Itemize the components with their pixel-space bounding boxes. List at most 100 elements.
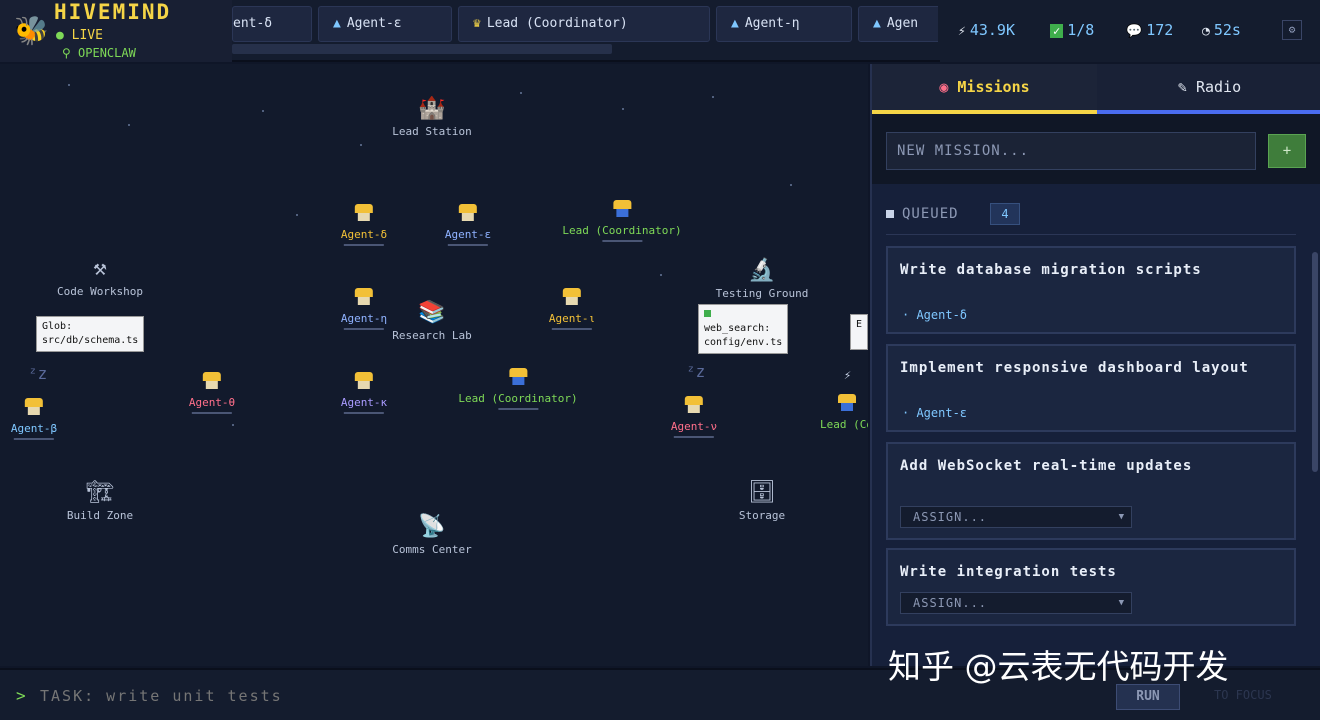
agent-epsilon[interactable]: Agent-ε [445, 204, 491, 246]
mission-assignee: · Agent-δ [902, 308, 968, 322]
agent-sprite-icon [23, 398, 45, 416]
tab-radio[interactable]: ✎ Radio [1097, 64, 1320, 114]
agent-status-bar [343, 412, 384, 414]
active-dot-icon [704, 310, 711, 317]
tab-label: Agent-η [744, 16, 800, 31]
queued-count-badge: 4 [990, 203, 1020, 225]
agent-eta[interactable]: Agent-η [341, 288, 387, 330]
message-stat: 💬172 [1126, 21, 1173, 39]
agent-tabs: ent-δ ▲Agent-ε ♛Lead (Coordinator) ▲Agen… [232, 6, 938, 42]
mission-list[interactable]: QUEUED 4 Write database migration script… [872, 184, 1320, 666]
prompt-icon: > [16, 686, 26, 705]
assign-select[interactable]: ASSIGN...▼ [900, 506, 1132, 528]
agent-sprite-icon [457, 204, 479, 222]
station-research-lab[interactable]: 📚Research Lab [392, 300, 471, 342]
token-count: 43.9K [969, 21, 1015, 39]
books-icon: 📚 [418, 300, 446, 325]
tab-agent-epsilon[interactable]: ▲Agent-ε [318, 6, 452, 42]
station-build-zone[interactable]: 🏗Build Zone [67, 480, 133, 522]
task-bar: > RUN TO FOCUS [0, 668, 1320, 720]
tool-tooltip-edge: E [850, 314, 868, 350]
assign-label: ASSIGN... [913, 596, 988, 610]
tooltip-line: E [856, 319, 863, 330]
mission-assignee: · Agent-ε [902, 406, 968, 420]
agent-status-bar [673, 436, 714, 438]
station-code-workshop[interactable]: ⚒Code Workshop [57, 256, 143, 298]
agent-status-bar [551, 328, 592, 330]
uptime-value: 52s [1213, 21, 1241, 39]
agent-delta[interactable]: Agent-δ [341, 204, 387, 246]
assign-select[interactable]: ASSIGN...▼ [900, 592, 1132, 614]
station-label: Code Workshop [56, 285, 144, 298]
tab-agent-delta[interactable]: ent-δ [232, 6, 312, 42]
agent-status-bar [13, 438, 54, 440]
mission-scrollbar[interactable] [1312, 252, 1318, 472]
add-mission-button[interactable]: + [1268, 134, 1306, 168]
tooltip-line: src/db/schema.ts [42, 335, 139, 346]
agent-sprite-icon [561, 288, 583, 306]
lead-sprite-icon [611, 200, 633, 218]
tab-label: Radio [1195, 78, 1242, 96]
agent-nu[interactable]: Agent-ν [671, 396, 717, 438]
agent-lead-coordinator-2[interactable]: Lead (Coordinator) [458, 368, 578, 410]
mission-card[interactable]: Add WebSocket real-time updates ASSIGN..… [886, 442, 1296, 540]
station-testing-ground[interactable]: 🔬Testing Ground [716, 258, 809, 300]
agent-label: Lead (Coordinator) [458, 392, 578, 405]
agent-lead-coordinator-3[interactable]: Lead (Coord [820, 394, 868, 431]
uptime-stat: ◔52s [1202, 21, 1241, 39]
agent-status-bar [498, 408, 538, 410]
mission-title: Implement responsive dashboard layout [900, 360, 1249, 376]
star [262, 110, 264, 112]
tab-agent-eta[interactable]: ▲ Agent-η [716, 6, 852, 42]
settings-icon[interactable]: ⚙ [1282, 20, 1302, 40]
star [520, 92, 522, 94]
mission-card[interactable]: Implement responsive dashboard layout · … [886, 344, 1296, 432]
agent-label: Agent-θ [188, 396, 236, 409]
station-storage[interactable]: 🗄Storage [739, 480, 785, 522]
tooltip-line: web_search: [704, 323, 771, 334]
divider [886, 234, 1296, 235]
tab-agent-next[interactable]: ▲Agen [858, 6, 938, 42]
tab-lead-coordinator[interactable]: ♛Lead (Coordinator) [458, 6, 710, 42]
mission-title: Write database migration scripts [900, 262, 1202, 278]
agent-beta[interactable]: Agent-β [11, 398, 57, 440]
agent-lead-coordinator-1[interactable]: Lead (Coordinator) [562, 200, 682, 242]
tooltip-line: config/env.ts [704, 337, 783, 348]
crane-icon: 🏗 [86, 480, 114, 505]
agent-theta[interactable]: Agent-θ [189, 372, 235, 414]
target-icon: ◉ [939, 78, 949, 96]
chat-icon: 💬 [1126, 24, 1143, 39]
assign-label: ASSIGN... [913, 510, 988, 524]
agent-kappa[interactable]: Agent-κ [341, 372, 387, 414]
sleep-icon: ᶻz [28, 364, 48, 383]
run-button[interactable]: RUN [1116, 684, 1180, 710]
lead-sprite-icon [836, 394, 858, 412]
mission-card[interactable]: Write database migration scripts · Agent… [886, 246, 1296, 334]
agent-sprite-icon [201, 372, 223, 390]
queued-header: QUEUED [886, 206, 959, 222]
bolt-icon: ⚡ [958, 24, 966, 39]
tab-label: Agent-ε [346, 16, 402, 31]
satellite-dish-icon: 📡 [418, 514, 446, 539]
tab-scrollbar[interactable] [232, 44, 612, 54]
agent-status-bar [343, 244, 384, 246]
brand: 🐝 HIVEMIND ● LIVE ⚲ OPENCLAW [0, 0, 232, 62]
star [712, 96, 714, 98]
agent-label: Agent-ν [670, 420, 718, 433]
new-mission-input[interactable] [886, 132, 1256, 170]
completed-stat: ✓1/8 [1050, 21, 1094, 39]
watermark: 知乎 @云表无代码开发 [888, 647, 1229, 686]
station-comms-center[interactable]: 📡Comms Center [392, 514, 471, 556]
agent-label: Agent-δ [340, 228, 388, 241]
star [622, 108, 624, 110]
star [360, 144, 362, 146]
station-lead[interactable]: 🏰Lead Station [392, 96, 471, 138]
agent-map[interactable]: 🏰Lead Station ⚒Code Workshop 📚Research L… [0, 64, 868, 666]
crown-icon: ♛ [473, 16, 481, 31]
agent-icon: ▲ [731, 16, 739, 31]
agent-sprite-icon [353, 372, 375, 390]
mission-card[interactable]: Write integration tests ASSIGN...▼ [886, 548, 1296, 626]
agent-iota[interactable]: Agent-ι [549, 288, 595, 330]
tab-missions[interactable]: ◉ Missions [872, 64, 1097, 114]
task-input[interactable] [40, 682, 860, 710]
